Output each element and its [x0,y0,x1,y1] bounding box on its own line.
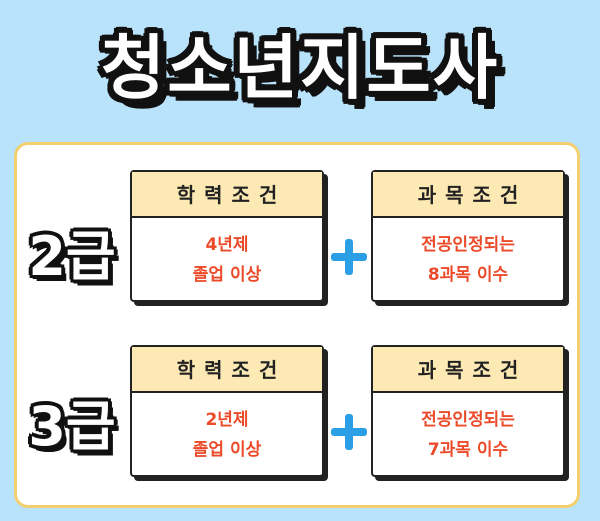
plus-icon [331,239,367,275]
education-requirement-header: 학력조건 [132,347,322,393]
education-requirement-line2: 졸업 이상 [192,265,262,285]
plus-icon [331,414,367,450]
course-requirement-box-2: 과목조건 전공인정되는 8과목 이수 [371,170,565,302]
education-requirement-header: 학력조건 [132,172,322,218]
education-requirement-body: 4년제 졸업 이상 [132,218,322,290]
course-requirement-header: 과목조건 [373,347,563,393]
grade-label-2: 2급 [28,225,116,288]
education-requirement-box-3: 학력조건 2년제 졸업 이상 [130,345,324,477]
course-requirement-body: 전공인정되는 7과목 이수 [373,393,563,465]
grade-label-3: 3급 [28,395,116,458]
course-requirement-header: 과목조건 [373,172,563,218]
course-requirement-box-3: 과목조건 전공인정되는 7과목 이수 [371,345,565,477]
course-requirement-line2: 7과목 이수 [427,440,509,460]
course-requirement-line1: 전공인정되는 [421,235,515,255]
education-requirement-line1: 2년제 [205,410,249,430]
education-requirement-line1: 4년제 [205,235,249,255]
course-requirement-body: 전공인정되는 8과목 이수 [373,218,563,290]
page-title: 청소년지도사 [100,27,500,109]
education-requirement-body: 2년제 졸업 이상 [132,393,322,465]
education-requirement-line2: 졸업 이상 [192,440,262,460]
course-requirement-line1: 전공인정되는 [421,410,515,430]
education-requirement-box-2: 학력조건 4년제 졸업 이상 [130,170,324,302]
course-requirement-line2: 8과목 이수 [427,265,509,285]
